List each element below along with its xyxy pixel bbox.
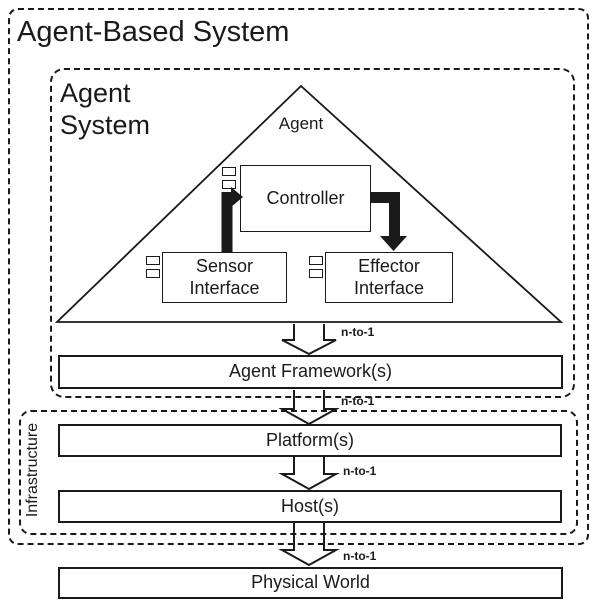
- sensor-interface-box: Sensor Interface: [162, 252, 287, 303]
- agent-system-title: Agent System: [60, 78, 151, 140]
- platforms-label: Platform(s): [265, 429, 354, 450]
- sensor-to-controller-arrow: [221, 187, 243, 252]
- platform-to-host-arrow: [278, 457, 340, 491]
- n-to-1-label: n-to-1: [343, 464, 377, 478]
- port-icon: [309, 256, 323, 265]
- controller-box: Controller: [240, 165, 371, 232]
- sensor-interface-label: Sensor Interface: [189, 255, 260, 298]
- diagram-title: Agent-Based System: [17, 16, 290, 48]
- effector-interface-label: Effector Interface: [353, 255, 425, 298]
- agent-triangle-label: Agent: [278, 114, 324, 133]
- port-icon: [146, 256, 160, 265]
- port-icon: [222, 167, 236, 176]
- hosts-label: Host(s): [281, 495, 339, 516]
- controller-to-effector-arrow: [370, 192, 407, 251]
- port-icon: [146, 269, 160, 278]
- effector-interface-box: Effector Interface: [325, 252, 453, 303]
- framework-to-platform-arrow: [278, 390, 340, 426]
- platforms-box: Platform(s): [58, 424, 562, 457]
- agent-frameworks-label: Agent Framework(s): [228, 361, 393, 382]
- physical-world-label: Physical World: [251, 572, 370, 593]
- port-icon: [222, 180, 236, 189]
- agent-frameworks-box: Agent Framework(s): [58, 355, 563, 389]
- controller-label: Controller: [266, 187, 345, 208]
- n-to-1-label: n-to-1: [341, 325, 375, 339]
- agent-based-system-box: [8, 8, 589, 545]
- host-to-physical-arrow: [278, 523, 340, 567]
- n-to-1-label: n-to-1: [343, 549, 377, 563]
- infrastructure-box: [19, 410, 578, 535]
- hosts-box: Host(s): [58, 490, 562, 523]
- agent-system-box: [50, 68, 575, 398]
- physical-world-box: Physical World: [58, 567, 563, 599]
- port-icon: [309, 269, 323, 278]
- agent-to-framework-arrow: [281, 324, 337, 356]
